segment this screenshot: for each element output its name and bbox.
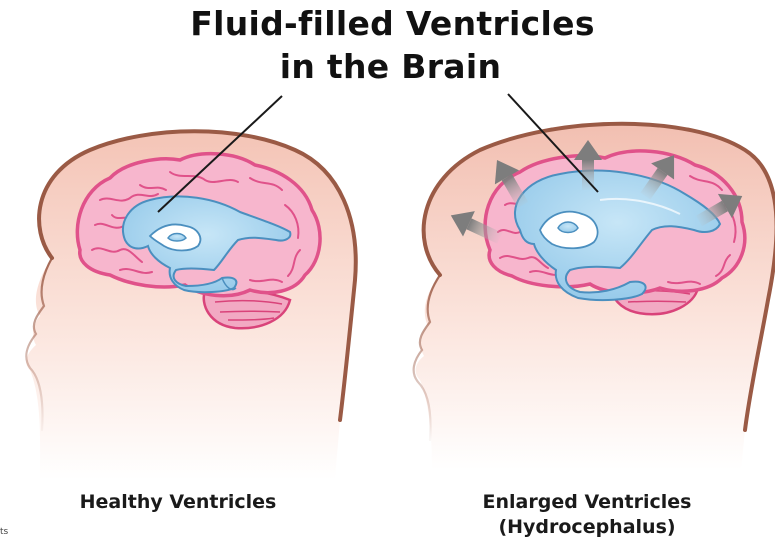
- diagram-title-line-1: Fluid-filled Ventricles: [5, 5, 775, 43]
- watermark-fragment: ts: [0, 527, 8, 537]
- diagram-title-line-2: in the Brain: [3, 48, 775, 86]
- enlarged-head: [414, 124, 775, 470]
- healthy-head: [26, 131, 356, 480]
- caption-healthy: Healthy Ventricles: [28, 491, 328, 514]
- caption-enlarged: Enlarged Ventricles: [437, 491, 737, 514]
- caption-hydrocephalus: (Hydrocephalus): [437, 516, 737, 539]
